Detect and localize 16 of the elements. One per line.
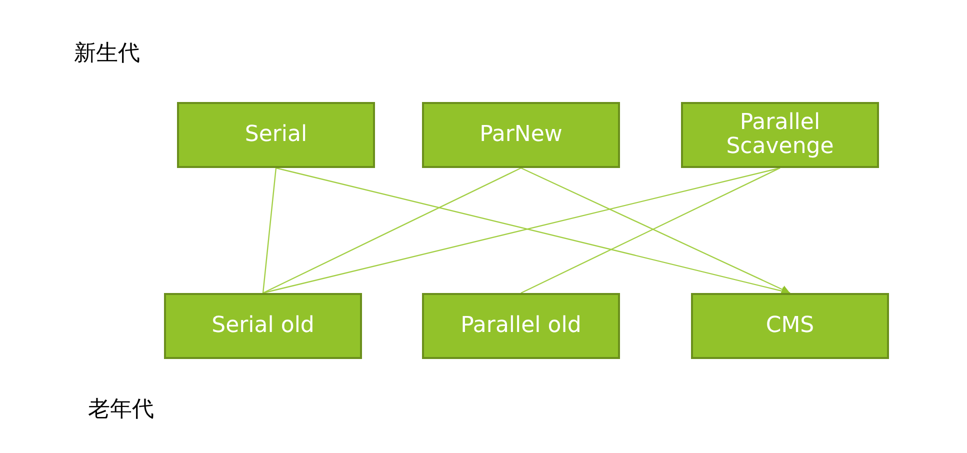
node-label: Parallel old: [460, 314, 582, 338]
collector-box: [422, 102, 620, 168]
connector-line: [262, 167, 522, 294]
collector-box: [681, 102, 879, 168]
connector-line: [262, 168, 277, 294]
node-label: CMS: [766, 314, 814, 338]
collector-box: [422, 293, 620, 359]
generation-label: 新生代: [74, 40, 140, 68]
collector-box: [691, 293, 889, 359]
node-label: Serial old: [212, 314, 314, 338]
node-label: Serial: [244, 122, 308, 148]
node-label: Parallel Scavenge: [725, 110, 835, 160]
generation-label: 老年代: [88, 396, 154, 424]
collector-box: [164, 293, 362, 359]
collector-box: [177, 102, 375, 168]
node-label: ParNew: [480, 122, 562, 148]
